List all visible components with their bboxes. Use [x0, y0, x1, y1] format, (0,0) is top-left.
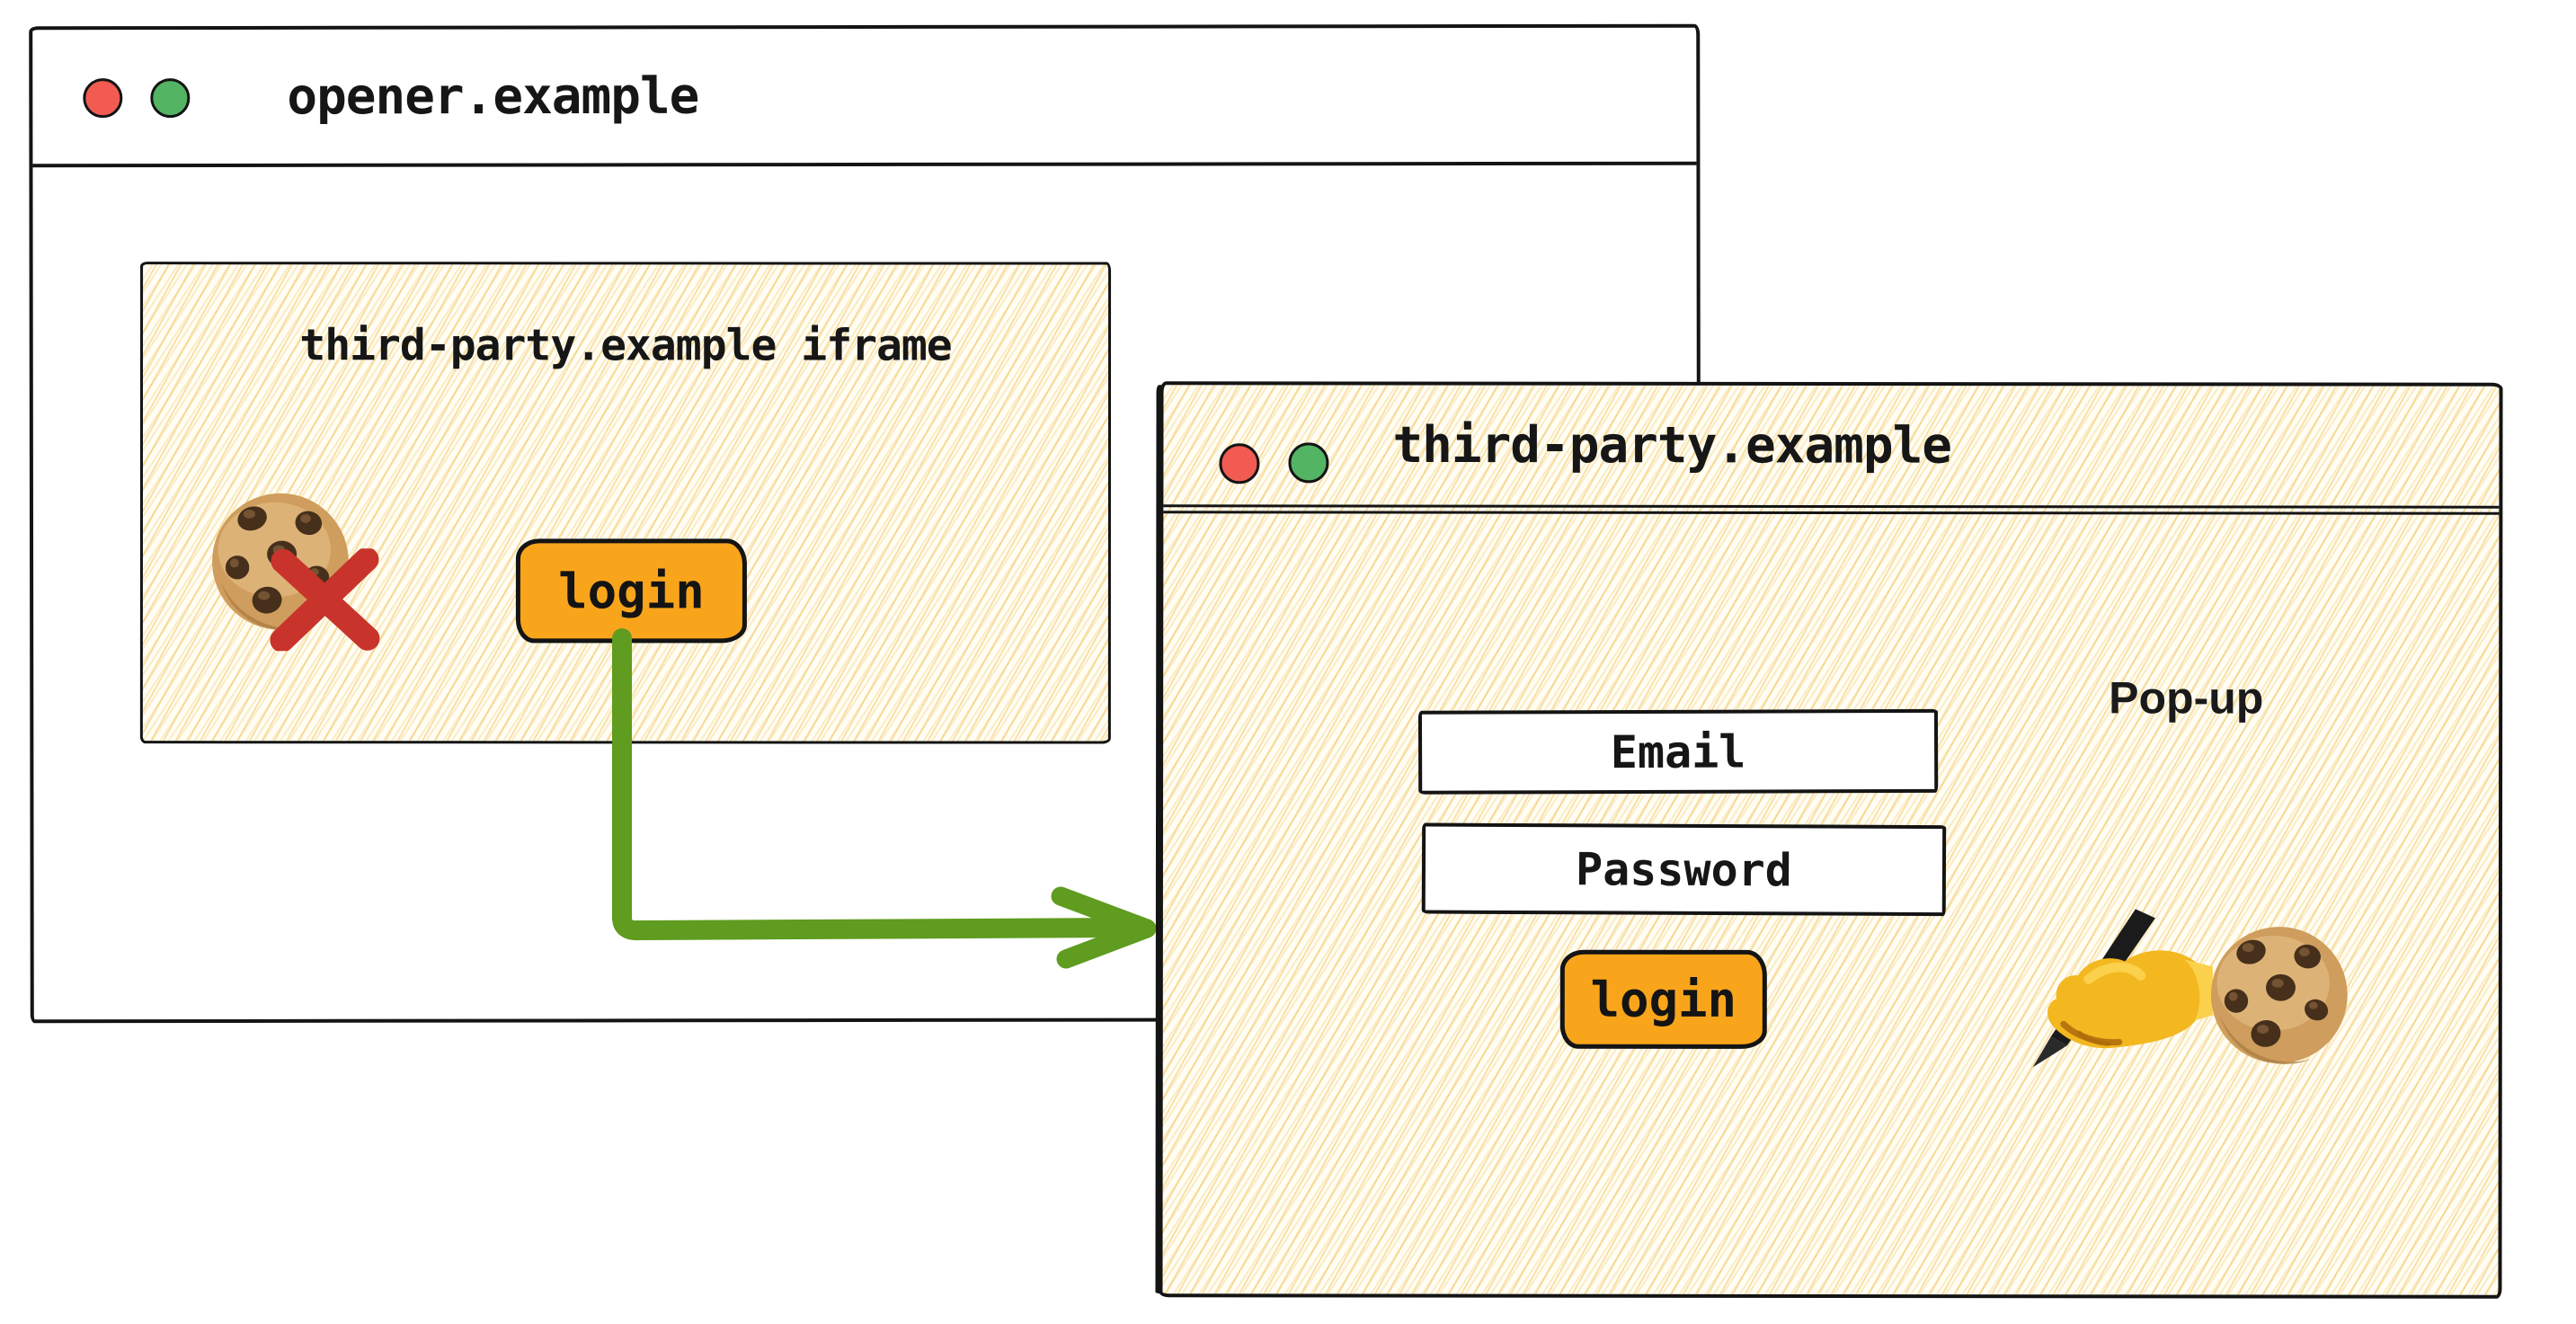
- popup-browser-window: third-party.example Email Password login…: [1159, 381, 2503, 1299]
- popup-login-button-label: login: [1590, 971, 1737, 1028]
- opener-titlebar: opener.example: [32, 27, 1697, 168]
- iframe-login-button-label: login: [558, 562, 705, 619]
- traffic-light-red-button[interactable]: [83, 78, 123, 119]
- blocked-x-icon: [269, 548, 382, 652]
- writing-hand-icon: [2032, 909, 2215, 1078]
- third-party-iframe: third-party.example iframe: [139, 262, 1112, 744]
- popup-annotation: Pop-up: [2109, 672, 2264, 724]
- popup-titlebar: third-party.example: [1163, 385, 2500, 509]
- opener-window-title: opener.example: [287, 67, 699, 126]
- popup-login-button[interactable]: login: [1559, 949, 1767, 1049]
- traffic-light-red-button[interactable]: [1219, 443, 1260, 484]
- popup-window-title: third-party.example: [1392, 415, 1952, 475]
- iframe-label: third-party.example iframe: [299, 320, 952, 371]
- iframe-login-button[interactable]: login: [515, 538, 747, 644]
- password-field-label: Password: [1575, 842, 1793, 896]
- traffic-light-green-button[interactable]: [150, 78, 191, 119]
- opener-browser-window: opener.example third-party.example ifram…: [29, 23, 1701, 1024]
- traffic-light-green-button[interactable]: [1288, 442, 1329, 484]
- password-field[interactable]: Password: [1421, 822, 1947, 917]
- email-field[interactable]: Email: [1417, 708, 1939, 795]
- cookie-icon: [2204, 920, 2355, 1069]
- email-field-label: Email: [1610, 725, 1746, 778]
